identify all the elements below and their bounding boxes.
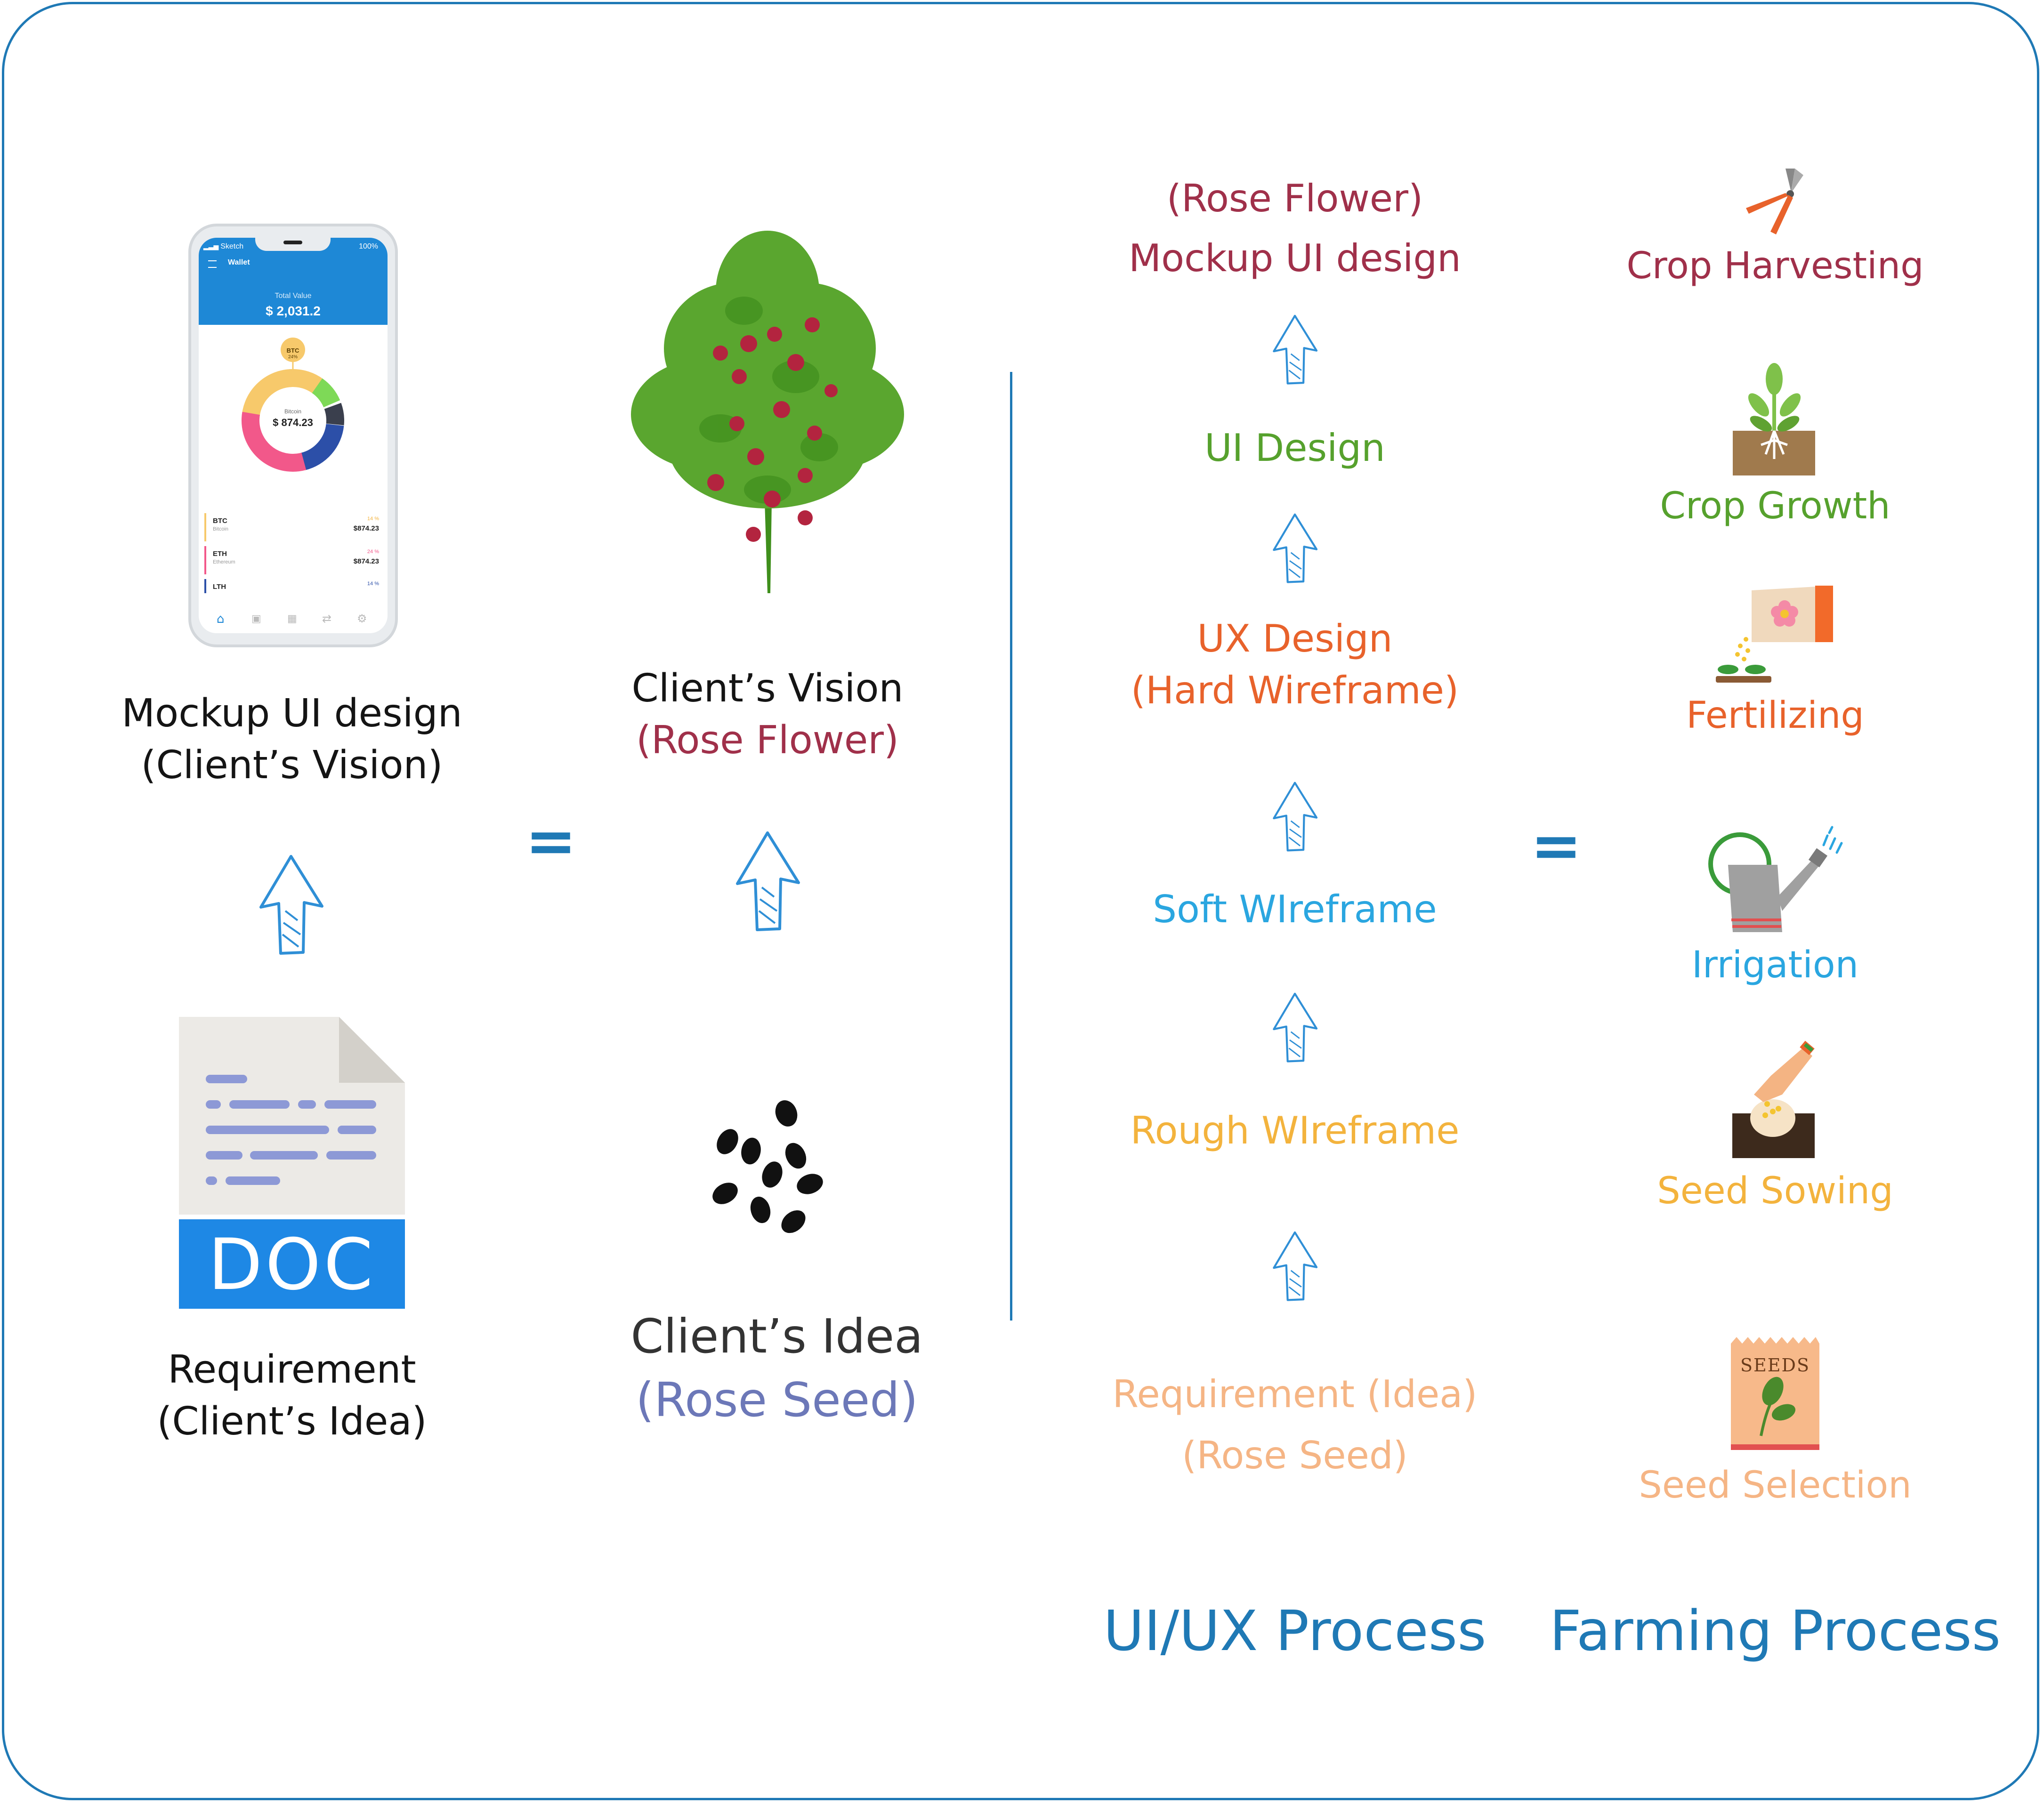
uiux-step-mockup-line2: Mockup UI design [1129,236,1461,280]
wallet-icon[interactable]: ▣ [251,613,261,625]
up-arrow-icon [1273,513,1318,583]
status-battery: 100% [359,242,378,250]
farming-step-fertilizing: Fertilizing [1686,694,1864,737]
list-item[interactable]: BTC Bitcoin 14 % $874.23 [204,513,384,541]
farming-step-growth: Crop Growth [1660,485,1890,527]
uiux-step-requirement-line2: (Rose Seed) [1182,1434,1408,1477]
home-icon[interactable]: ⌂ [217,612,225,626]
farming-step-selection: Seed Selection [1639,1464,1912,1506]
client-vision-line1: Client’s Vision [631,666,904,711]
pruning-shears-icon [1746,169,1803,234]
equals-sign-right: = [1530,810,1582,881]
rose-bush-image [631,231,904,593]
uiux-step-rough-wireframe: Rough WIreframe [1130,1109,1460,1152]
phone-mockup: ▂▃▅ Sketch 100% Wallet Total Value $ 2,0… [188,224,398,647]
farming-step-irrigation: Irrigation [1691,944,1859,986]
up-arrow-icon [1273,1231,1318,1301]
uiux-heading: UI/UX Process [1103,1598,1487,1663]
seed-sowing-icon [1732,1040,1815,1158]
requirement-caption-line1: Requirement [168,1347,416,1392]
farming-heading: Farming Process [1549,1598,2001,1663]
vertical-divider [1010,372,1012,1321]
donut-center-value: $ 874.23 [273,417,313,428]
client-vision-line2: (Rose Flower) [636,718,899,763]
client-idea-line1: Client’s Idea [630,1309,923,1364]
menu-icon[interactable] [208,260,217,268]
uiux-step-ux-line2: (Hard Wireframe) [1131,668,1459,712]
requirement-caption-line2: (Client’s Idea) [157,1399,427,1444]
tab-bar: ⌂ ▣ ▦ ⇄ ⚙ [199,607,388,633]
up-arrow-icon [1273,992,1318,1063]
doc-badge-label: DOC [208,1224,376,1306]
watering-can-icon [1708,826,1843,932]
up-arrow-icon [1273,314,1318,385]
list-item[interactable]: LTH 14 % [204,579,384,593]
equals-sign-left: = [525,805,577,877]
up-arrow-icon [259,855,323,955]
notch [255,238,331,251]
donut-center-label: Bitcoin [284,408,302,415]
total-label: Total Value [275,292,312,300]
fertilizer-icon [1716,586,1833,683]
qr-icon[interactable]: ▦ [287,613,297,625]
donut-badge-pct: 24% [288,354,298,360]
farming-step-sowing: Seed Sowing [1657,1170,1893,1212]
farming-step-harvesting: Crop Harvesting [1626,245,1924,287]
status-carrier: ▂▃▅ Sketch [203,242,244,250]
sprout-soil-icon [1733,363,1815,475]
mockup-caption-line1: Mockup UI design [121,691,462,736]
uiux-step-ux-line1: UX Design [1197,617,1393,660]
seed-packet-label: SEEDS [1740,1355,1810,1376]
total-value: $ 2,031.2 [266,304,321,318]
mockup-caption-line2: (Client’s Vision) [141,743,443,788]
up-arrow-icon [1273,781,1318,852]
list-item[interactable]: ETH Ethereum 24 % $874.23 [204,546,384,574]
phone-header: ▂▃▅ Sketch 100% Wallet Total Value $ 2,0… [199,238,388,325]
seed-packet-icon [1731,1337,1819,1450]
settings-icon[interactable]: ⚙ [357,612,367,625]
donut-badge: BTC [286,347,299,354]
client-idea-line2: (Rose Seed) [636,1372,918,1427]
doc-file-icon [179,1017,405,1309]
rose-seeds-image [711,1099,824,1235]
uiux-step-soft-wireframe: Soft WIreframe [1153,887,1437,931]
exchange-icon[interactable]: ⇄ [322,612,332,625]
uiux-step-requirement-line1: Requirement (Idea) [1112,1372,1478,1416]
donut-chart [242,338,344,472]
uiux-step-mockup-line1: (Rose Flower) [1166,177,1423,220]
notch-speaker [283,241,302,244]
uiux-step-ui-design: UI Design [1204,426,1385,470]
wallet-title: Wallet [228,258,250,266]
up-arrow-icon [736,831,800,931]
phone-screen: ▂▃▅ Sketch 100% Wallet Total Value $ 2,0… [199,238,388,633]
